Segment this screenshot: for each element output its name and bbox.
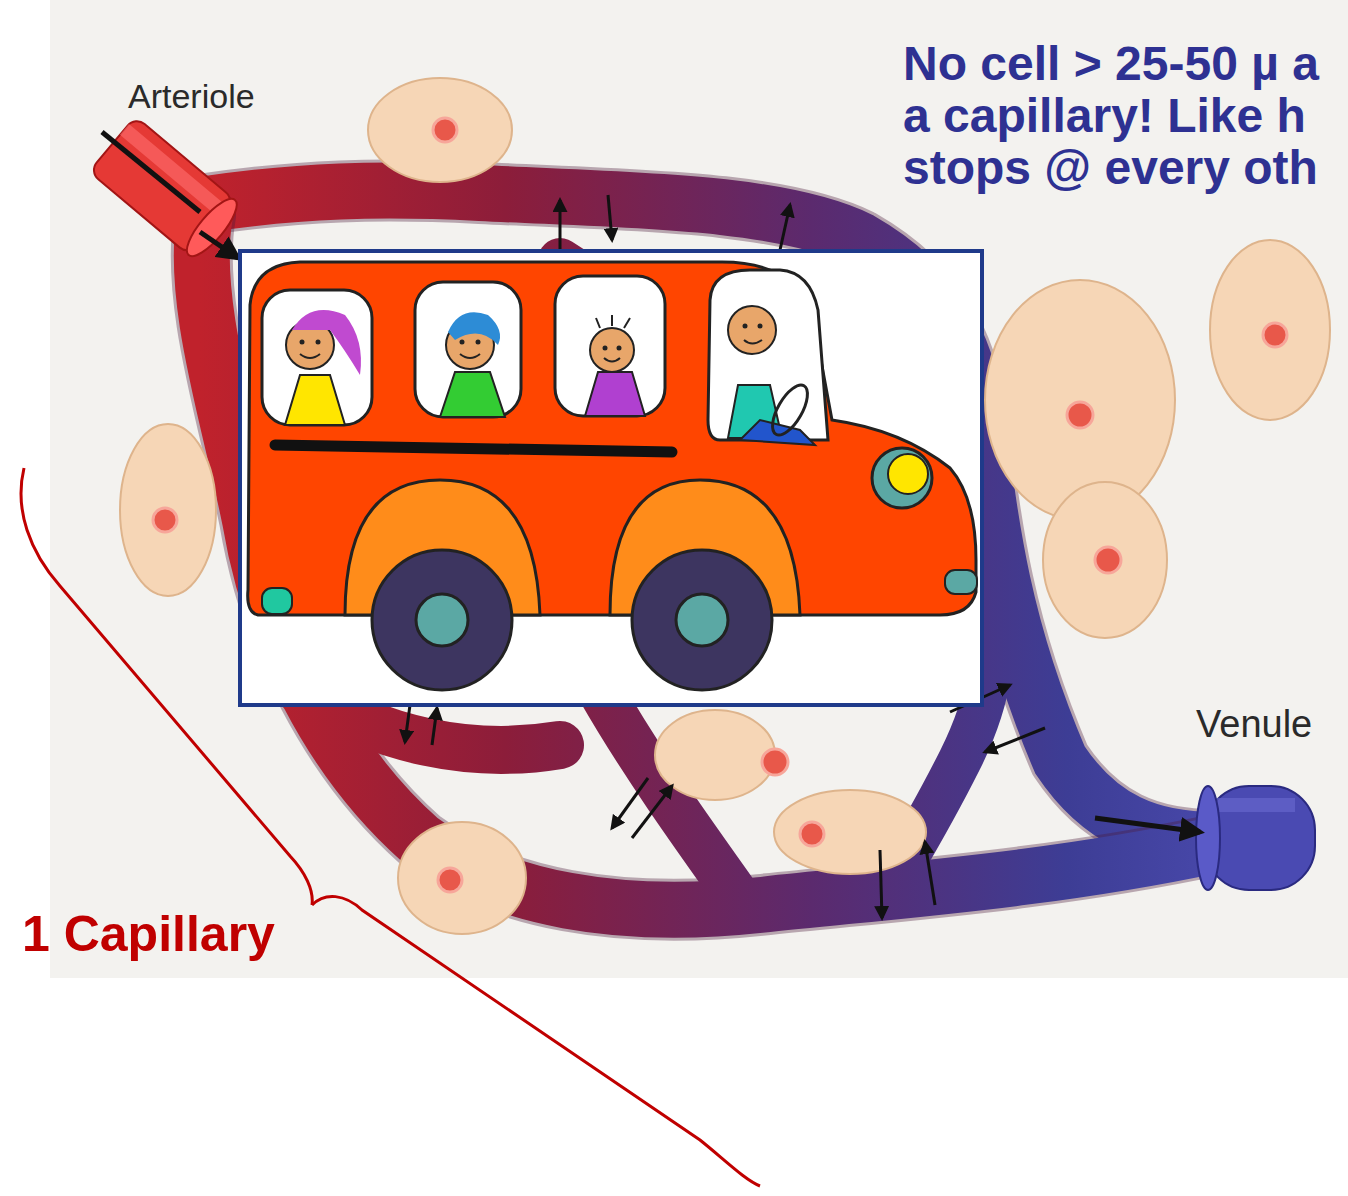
- exchange-arrow: [925, 842, 935, 905]
- capillary-bracket: [312, 896, 760, 1186]
- bus-cartoon: [604, 358, 620, 362]
- bus-cartoon: [632, 550, 772, 690]
- capillary-vessel: [202, 215, 1215, 910]
- bus-cartoon: [262, 290, 372, 425]
- tissue-cell: [368, 78, 512, 182]
- bus-cartoon: [596, 315, 630, 328]
- bus-cartoon: [617, 346, 622, 351]
- exchange-arrow: [985, 728, 1045, 752]
- bus-cartoon: [603, 346, 608, 351]
- capillary-bracket: [21, 468, 760, 1186]
- flow-arrow: [200, 232, 238, 258]
- bus-cartoon: [300, 324, 763, 351]
- tissue-cell: [1043, 482, 1167, 638]
- bus-cartoon: [300, 354, 320, 358]
- capillary-vessel: [200, 191, 1215, 840]
- capillary-vessel: [202, 215, 1215, 910]
- cell-nucleus: [433, 118, 457, 142]
- bus-cartoon: [416, 594, 468, 646]
- tissue-cell: [120, 424, 216, 596]
- vessel-label: Venule: [1196, 702, 1346, 746]
- exchange-arrow: [608, 195, 612, 240]
- capillary-bracket: [21, 468, 312, 905]
- venule-vessel: [1205, 786, 1315, 890]
- flow-arrow: [200, 232, 1200, 832]
- bus-cartoon: [740, 420, 815, 445]
- cell-nucleus: [1067, 402, 1093, 428]
- venule-vessel: [1196, 786, 1220, 890]
- flow-arrow: [1095, 818, 1200, 832]
- exchange-arrow: [612, 778, 648, 828]
- exchange-arrow: [632, 786, 672, 838]
- exchange-arrow: [405, 705, 410, 742]
- cell-nucleus: [153, 118, 1287, 892]
- exchange-arrow: [880, 850, 882, 918]
- image-background: [50, 0, 1348, 978]
- bus-cartoon: [248, 262, 976, 615]
- bus-cartoon: [555, 276, 665, 416]
- bus-cartoon: [240, 251, 982, 705]
- bus-cartoon: [744, 340, 762, 344]
- venule-vessel: [1196, 786, 1315, 890]
- bus-cartoon: [316, 340, 321, 345]
- cell-nucleus: [1095, 547, 1121, 573]
- tissue-cell: [774, 790, 926, 874]
- bus-cartoon: [708, 270, 828, 440]
- cell-nucleus: [1263, 323, 1287, 347]
- cell-nucleus: [800, 822, 824, 846]
- exchange-arrow: [432, 708, 437, 745]
- bus-cartoon: [728, 306, 776, 354]
- capillary-vessel: [200, 191, 1215, 910]
- cell-nucleus: [153, 508, 177, 532]
- bus-cartoon: [460, 340, 465, 345]
- bus-cartoon: [292, 310, 361, 375]
- capillary-vessel: [200, 191, 1215, 840]
- bus-cartoon: [448, 312, 500, 345]
- vessel-label: Arteriole: [128, 76, 388, 116]
- bus-cartoon: [285, 375, 345, 425]
- bus-cartoon: [440, 372, 505, 417]
- cell-nucleus: [762, 749, 788, 775]
- tissue-cell: [120, 78, 1330, 934]
- bus-cartoon: [275, 445, 672, 452]
- bracket-label: 1 Capillary: [22, 906, 342, 962]
- bus-cartoon: [872, 448, 932, 508]
- bus-cartoon: [676, 594, 728, 646]
- bus-cartoon: [743, 324, 748, 329]
- bus-cartoon: [240, 251, 982, 705]
- bus-cartoon: [415, 282, 521, 417]
- bus-cartoon: [476, 340, 481, 345]
- bus-cartoon: [372, 550, 512, 690]
- leader-line: [102, 132, 200, 212]
- bus-cartoon: [300, 340, 762, 362]
- exchange-arrow: [780, 205, 790, 250]
- bus-cartoon: [262, 588, 292, 614]
- bus-cartoon: [300, 340, 305, 345]
- bus-cartoon: [945, 570, 977, 594]
- bus-cartoon: [460, 354, 480, 358]
- bus-cartoon: [590, 328, 634, 372]
- bus-cartoon: [585, 372, 645, 416]
- tissue-cell: [398, 822, 526, 934]
- bus-cartoon: [758, 324, 763, 329]
- exchange-arrow: [559, 200, 562, 250]
- note-text: No cell > 25-50 µ a a capillary! Like h …: [903, 38, 1335, 194]
- cell-nucleus: [438, 868, 462, 892]
- tissue-cell: [985, 280, 1175, 520]
- tissue-cell: [1210, 240, 1330, 420]
- bus-cartoon: [888, 454, 928, 494]
- arteriole-vessel: [120, 124, 229, 218]
- tissue-cell: [655, 710, 775, 800]
- bus-cartoon: [766, 380, 815, 440]
- arteriole-vessel: [89, 116, 244, 262]
